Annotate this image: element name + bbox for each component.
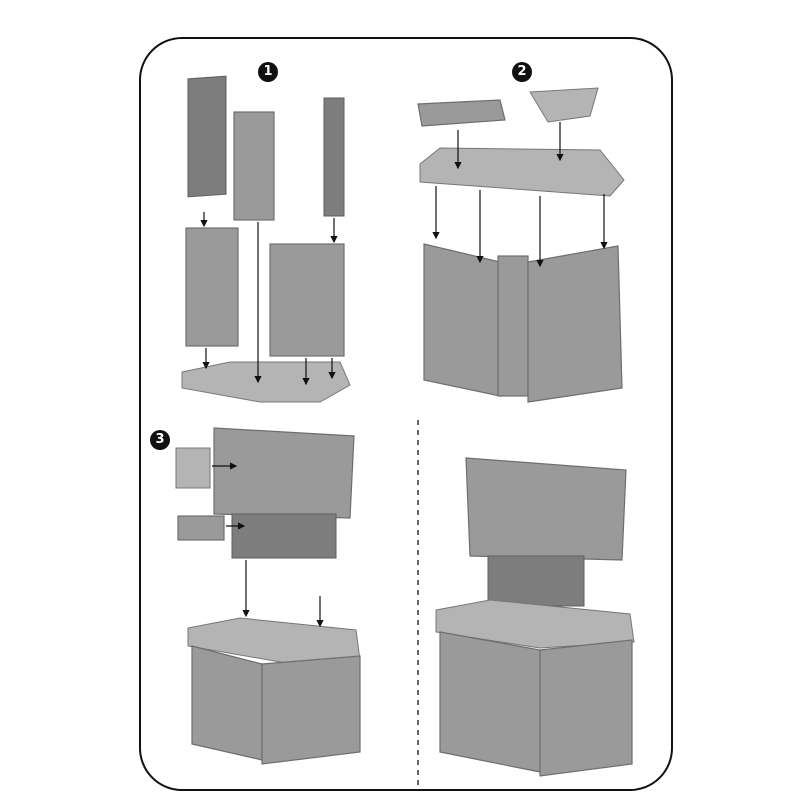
final-assembled-kitchen — [435, 457, 635, 777]
step-1-illustration — [181, 75, 351, 403]
step-3-badge: 3 — [150, 430, 170, 450]
frame-border — [139, 37, 673, 791]
step-3-illustration — [175, 427, 361, 765]
step-2-illustration — [417, 87, 625, 403]
step-2-badge: 2 — [512, 62, 532, 82]
step-1-badge: 1 — [258, 62, 278, 82]
